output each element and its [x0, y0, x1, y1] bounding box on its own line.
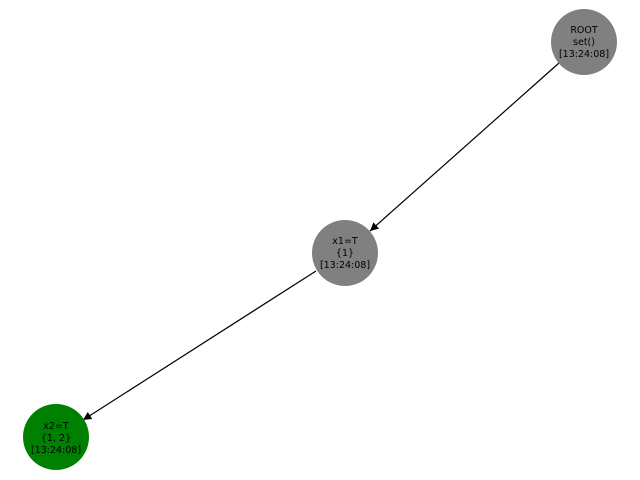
node-root[interactable]: ROOT set() [13:24:08]: [551, 9, 617, 75]
node-root-timestamp: [13:24:08]: [559, 49, 609, 60]
node-root-circle: [551, 9, 617, 75]
edge-x1-to-x2: [82, 270, 317, 421]
node-x1-circle: [312, 220, 378, 286]
node-x2-timestamp: [13:24:08]: [31, 445, 81, 456]
node-x2-label: x2=T: [43, 421, 69, 432]
node-x1-set: {1}: [336, 248, 354, 259]
node-x2-circle: [23, 404, 89, 470]
node-x2[interactable]: x2=T {1, 2} [13:24:08]: [23, 404, 89, 470]
node-x2-set: {1, 2}: [41, 433, 71, 444]
node-x1-label: x1=T: [332, 236, 358, 247]
edge-root-to-x1: [369, 62, 560, 232]
node-root-set: set(): [573, 37, 595, 48]
node-x1-timestamp: [13:24:08]: [320, 260, 370, 271]
node-root-label: ROOT: [570, 25, 598, 36]
node-x1[interactable]: x1=T {1} [13:24:08]: [312, 220, 378, 286]
